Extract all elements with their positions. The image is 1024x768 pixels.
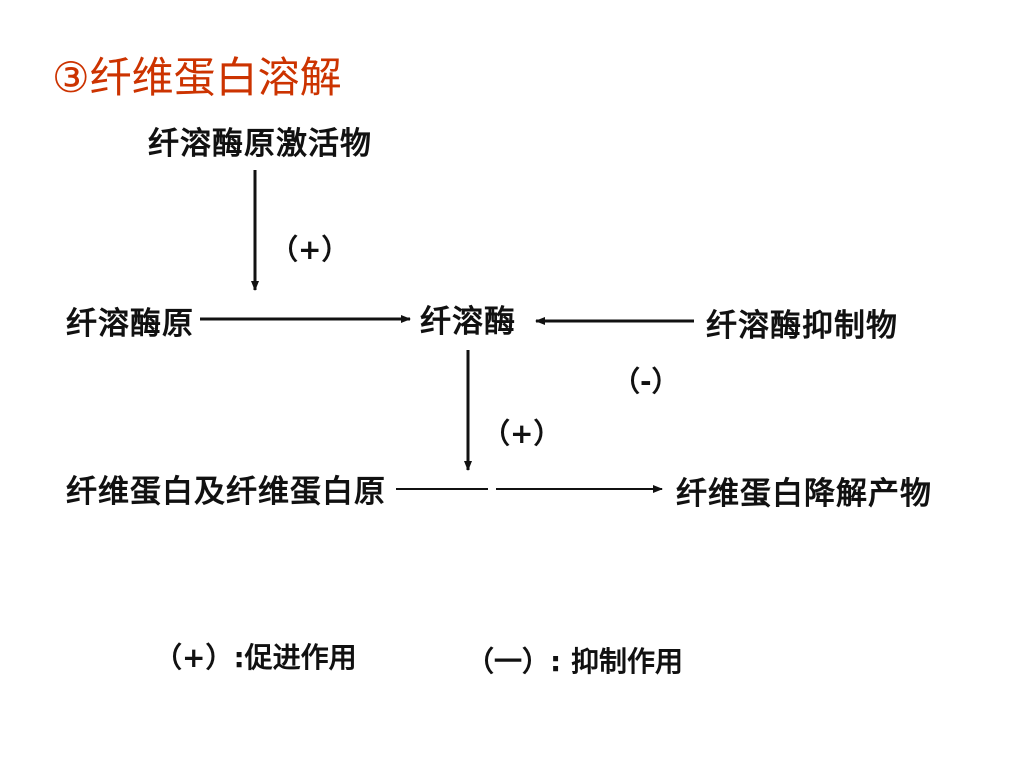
node-plasminogen: 纤溶酶原 [66, 306, 194, 342]
legend-inhibit: （一）: 抑制作用 [466, 645, 683, 678]
node-plasmin-inhibitor: 纤溶酶抑制物 [706, 308, 898, 344]
node-fibrin-degradation-products: 纤维蛋白降解产物 [676, 476, 932, 512]
node-fibrin-and-fibrinogen: 纤维蛋白及纤维蛋白原 [66, 474, 386, 510]
legend-promote: （+）:促进作用 [154, 641, 357, 674]
sign-degradation-plus: （+） [482, 417, 562, 450]
page-title: ③纤维蛋白溶解 [52, 53, 342, 102]
sign-inhibition-minus: （-） [612, 365, 680, 398]
node-plasmin: 纤溶酶 [420, 304, 516, 340]
node-plasminogen-activator: 纤溶酶原激活物 [148, 126, 372, 162]
sign-activation-plus: （+） [270, 233, 350, 266]
